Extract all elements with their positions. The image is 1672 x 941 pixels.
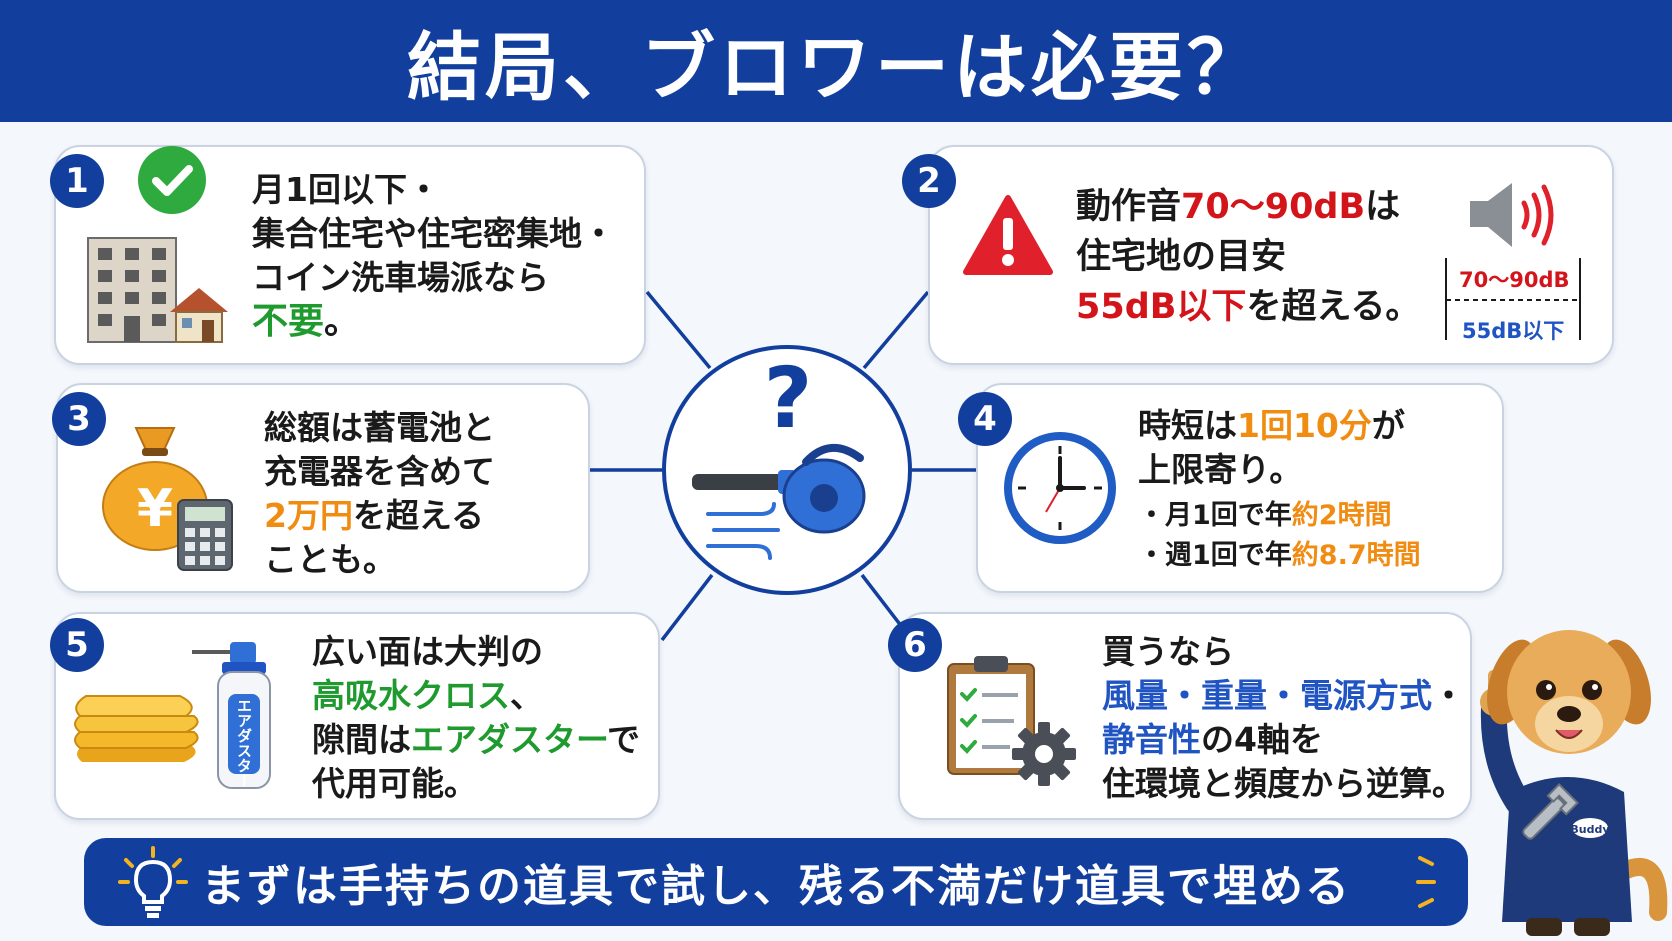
dog-mascot-icon: Buddy <box>1480 630 1668 936</box>
header-bar: 結局、ブロワーは必要？ <box>0 0 1672 122</box>
air-duster-label: エアダスター <box>235 698 253 788</box>
card-5-line-4: 代用可能。 <box>312 764 477 803</box>
card-3-line-3: 2万円を超える <box>264 494 495 538</box>
mascot-badge: Buddy <box>1570 823 1609 836</box>
card-5-line-2-post: 、 <box>510 676 543 715</box>
number-badge-5: 5 <box>50 618 104 672</box>
card-1-conclusion: 不要。 <box>252 300 615 344</box>
card-4-text: 時短は1回10分が 上限寄り。 ・月1回で年約2時間 ・週1回で年約8.7時間 <box>1138 404 1421 576</box>
gear-icon <box>1012 722 1076 786</box>
number-badge-1: 1 <box>50 154 104 208</box>
card-4-bullet-2: ・週1回で年約8.7時間 <box>1138 536 1421 576</box>
card-3-line-2: 充電器を含めて <box>264 452 495 491</box>
card-3-line-3-post: を超える <box>352 496 484 535</box>
card-4-line-1: 時短は1回10分が <box>1138 404 1421 448</box>
card-4-time: 1回10分 <box>1237 406 1372 445</box>
connector-line-1 <box>645 290 712 370</box>
question-icon: ? <box>763 349 813 447</box>
building-icon <box>87 237 177 343</box>
footer-banner: まずは手持ちの道具で試し、残る不満だけ道具で埋める <box>84 838 1468 926</box>
lightbulb-icon <box>118 846 188 918</box>
card-6-line-3-post: の4軸を <box>1201 720 1323 759</box>
wind-icon <box>706 502 780 560</box>
card-5-line-1: 広い面は大判の <box>312 632 543 671</box>
card-5-text: 広い面は大判の 高吸水クロス、 隙間はエアダスターで 代用可能。 <box>312 630 640 806</box>
card-3-cost: 2万円 <box>264 496 353 535</box>
card-2-line-2: 住宅地の目安 <box>1076 237 1287 277</box>
number-badge-3: 3 <box>52 392 106 446</box>
card-3-line-4: ことも。 <box>264 540 396 579</box>
card-4-bullet-2-value: 約8.7時間 <box>1291 540 1421 571</box>
card-6-quietness: 静音性 <box>1102 720 1201 759</box>
card-4-bullet-1-pre: ・月1回で年 <box>1138 500 1292 531</box>
house-icon <box>170 288 228 343</box>
page-title: 結局、ブロワーは必要？ <box>407 24 1265 111</box>
connector-line-2 <box>862 290 930 370</box>
card-2-line-1-post: は <box>1365 187 1401 227</box>
card-5-duster: エアダスター <box>411 720 608 759</box>
card-2-line-3-post: を超える。 <box>1246 287 1421 327</box>
speaker-icon <box>1470 183 1554 247</box>
meter-high-label: 70〜90dB <box>1459 268 1570 292</box>
clock-icon <box>1004 432 1116 544</box>
card-6-line-2: 風量・重量・電源方式・ <box>1102 674 1465 718</box>
card-4-bullet-1: ・月1回で年約2時間 <box>1138 496 1421 536</box>
card-6-criteria: 風量・重量・電源方式 <box>1102 676 1432 715</box>
number-badge-2: 2 <box>902 154 956 208</box>
calculator-icon <box>177 499 233 571</box>
card-6-line-3: 静音性の4軸を <box>1102 718 1465 762</box>
card-5-line-3: 隙間はエアダスターで <box>312 718 640 762</box>
money-bag-icon: ¥ <box>102 427 208 551</box>
card-1-text: 月1回以下・ 集合住宅や住宅密集地・ コイン洗車場派なら 不要。 <box>252 168 615 344</box>
blower-icon <box>692 443 866 534</box>
card-6-line-4: 住環境と頻度から逆算。 <box>1102 764 1465 803</box>
card-3-line-1: 総額は蓄電池と <box>264 408 495 447</box>
checklist-icon <box>947 656 1035 775</box>
card-4-line-2: 上限寄り。 <box>1138 450 1303 489</box>
card-4-bullet-2-pre: ・週1回で年 <box>1138 540 1292 571</box>
connector-line-5 <box>660 573 714 642</box>
card-2-text: 動作音70〜90dBは 住宅地の目安 55dB以下を超える。 <box>1076 182 1420 332</box>
yen-symbol: ¥ <box>137 479 173 539</box>
number-badge-6: 6 <box>888 618 942 672</box>
card-1-line: コイン洗車場派なら <box>252 258 549 297</box>
towel-icon <box>74 695 199 762</box>
check-icon <box>138 146 206 214</box>
meter-low-label: 55dB以下 <box>1462 319 1565 343</box>
card-4-line-1-pre: 時短は <box>1138 406 1237 445</box>
card-1-highlight: 不要 <box>252 301 325 342</box>
noise-meter-bracket <box>1445 258 1581 340</box>
card-5-line-3-post: で <box>607 720 641 759</box>
card-4-line-1-post: が <box>1371 406 1405 445</box>
card-6-text: 買うなら 風量・重量・電源方式・ 静音性の4軸を 住環境と頻度から逆算。 <box>1102 630 1465 806</box>
card-1-line: 月1回以下・ <box>252 170 440 209</box>
card-5-line-2: 高吸水クロス、 <box>312 674 640 718</box>
card-3-text: 総額は蓄電池と 充電器を含めて 2万円を超える ことも。 <box>264 406 495 582</box>
card-2-line-1-pre: 動作音 <box>1076 187 1182 227</box>
card-4-bullet-1-value: 約2時間 <box>1291 500 1392 531</box>
sparkle-accent-icon <box>1416 856 1436 908</box>
warning-icon <box>963 195 1053 275</box>
card-1-tail: 。 <box>324 301 361 342</box>
card-6-line-1: 買うなら <box>1102 632 1234 671</box>
card-2-line-3: 55dB以下を超える。 <box>1076 282 1420 332</box>
air-duster-icon <box>192 642 271 789</box>
card-2-noise-range: 70〜90dB <box>1181 187 1366 227</box>
card-2-line-1: 動作音70〜90dBは <box>1076 182 1420 232</box>
number-badge-4: 4 <box>958 392 1012 446</box>
card-5-cloth: 高吸水クロス <box>312 676 510 715</box>
footer-text: まずは手持ちの道具で試し、残る不満だけ道具で埋める <box>201 861 1351 912</box>
card-5-line-3-pre: 隙間は <box>312 720 411 759</box>
card-2-limit: 55dB以下 <box>1076 287 1247 327</box>
card-6-line-2-post: ・ <box>1432 676 1465 715</box>
card-1-line: 集合住宅や住宅密集地・ <box>252 214 615 253</box>
wrench-icon <box>1522 783 1579 840</box>
